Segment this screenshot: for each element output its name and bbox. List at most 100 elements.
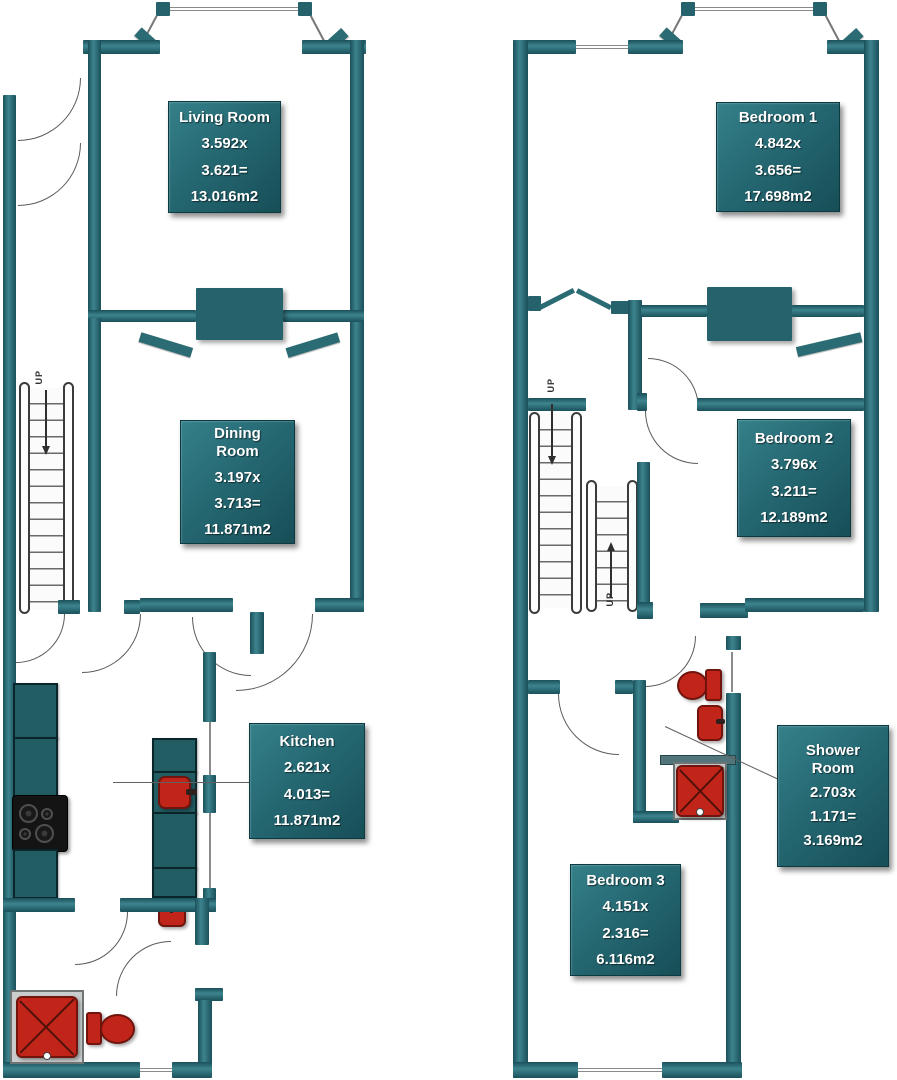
shower-drain	[696, 808, 704, 816]
room-area: 3.169m2	[803, 832, 863, 850]
chimney-breast	[196, 288, 283, 340]
kitchen-counter	[13, 849, 58, 899]
kitchen-tap	[186, 789, 197, 795]
window	[576, 45, 628, 49]
fireplace-splay-wall	[795, 332, 863, 357]
toilet-bowl	[677, 671, 708, 700]
room-label-bedroom-1: Bedroom 1 4.842x 3.656= 17.698m2	[716, 102, 840, 212]
ground-floor-plan: UP	[3, 2, 366, 1078]
room-label-kitchen: Kitchen 2.621x 4.013= 11.871m2	[249, 723, 365, 839]
room-dim-width: 4.842x	[755, 135, 801, 153]
window	[578, 1068, 662, 1072]
room-dim-width: 3.592x	[201, 135, 248, 153]
stairs-arrowhead	[607, 542, 615, 551]
wall	[58, 600, 80, 614]
hob	[12, 795, 68, 852]
wall	[633, 811, 679, 823]
room-area: 11.871m2	[273, 811, 341, 829]
hob-burner	[35, 824, 54, 843]
wall	[528, 680, 560, 694]
wall	[83, 40, 160, 54]
wall	[195, 898, 209, 945]
door-arc	[648, 358, 699, 409]
wall	[637, 393, 647, 411]
bay-window-glass	[170, 7, 298, 11]
wall	[172, 1062, 212, 1078]
toilet-bowl	[100, 1014, 135, 1044]
staircase-rail	[571, 412, 582, 614]
wall	[203, 775, 216, 813]
staircase-treads	[29, 388, 65, 610]
wall	[641, 305, 707, 317]
wall	[628, 300, 642, 410]
wall	[3, 898, 75, 912]
shower	[16, 996, 78, 1058]
room-dim-height: 3.211=	[771, 482, 817, 500]
room-label-bedroom-2: Bedroom 2 3.796x 3.211= 12.189m2	[737, 419, 851, 537]
hob-burner	[19, 828, 31, 840]
basin-tap	[716, 719, 725, 724]
glazed-partition	[209, 813, 211, 888]
label-leader-line	[113, 782, 250, 784]
bay-window-glass	[695, 7, 813, 11]
wall	[195, 988, 223, 1001]
wall	[203, 652, 216, 722]
wall	[3, 1062, 140, 1078]
kitchen-counter	[152, 812, 197, 869]
toilet-cistern	[705, 669, 722, 701]
window	[140, 1068, 172, 1072]
room-area: 6.116m2	[596, 950, 655, 968]
room-name: Shower Room	[805, 742, 861, 777]
kitchen-counter	[152, 867, 197, 898]
wall	[611, 301, 629, 314]
staircase-rail	[586, 480, 597, 612]
wall	[88, 318, 101, 612]
wall	[283, 310, 364, 322]
room-dim-height: 3.656=	[754, 161, 802, 179]
glazed-partition	[209, 722, 211, 775]
wall	[250, 612, 264, 654]
room-label-shower-room: Shower Room 2.703x 1.171= 3.169m2	[777, 725, 889, 867]
wall	[198, 1000, 212, 1076]
staircase-rail	[529, 412, 540, 614]
wall	[726, 693, 741, 1078]
room-dim-height: 3.713=	[214, 495, 261, 513]
stairs-down-label: UP	[546, 378, 556, 393]
wall	[726, 636, 741, 650]
bay-window-glass	[825, 15, 841, 43]
staircase-down-treads	[537, 414, 575, 608]
room-name: Bedroom 1	[738, 109, 818, 126]
stairs-arrowhead	[42, 446, 50, 455]
kitchen-counter	[152, 738, 197, 773]
stairs-up-label: UP	[605, 592, 615, 607]
room-name: Kitchen	[279, 733, 335, 750]
bay-window-post	[681, 2, 695, 16]
room-name: Bedroom 3	[586, 872, 665, 889]
bay-window-post	[813, 2, 827, 16]
room-dim-height: 1.171=	[809, 808, 857, 826]
room-name: Bedroom 2	[754, 430, 834, 447]
wall	[615, 680, 633, 694]
room-area: 17.698m2	[744, 187, 812, 205]
room-area: 11.871m2	[204, 521, 271, 539]
wall	[528, 296, 541, 311]
room-label-bedroom-3: Bedroom 3 4.151x 2.316= 6.116m2	[570, 864, 681, 976]
hob-burner	[19, 804, 38, 823]
room-area: 13.016m2	[190, 187, 259, 205]
chimney-breast	[707, 287, 792, 341]
wall	[513, 40, 576, 54]
wall	[700, 603, 748, 618]
wall	[88, 40, 101, 327]
room-dim-width: 3.796x	[771, 456, 817, 474]
stairs-direction-arrow	[551, 404, 553, 458]
stairs-direction-arrow	[610, 550, 612, 598]
wall	[513, 40, 528, 1078]
room-dim-height: 3.621=	[201, 161, 248, 179]
wall	[120, 898, 216, 912]
wall	[792, 305, 864, 317]
room-dim-width: 3.197x	[214, 468, 261, 486]
room-name: Dining Room	[214, 425, 261, 460]
wall	[350, 40, 364, 612]
